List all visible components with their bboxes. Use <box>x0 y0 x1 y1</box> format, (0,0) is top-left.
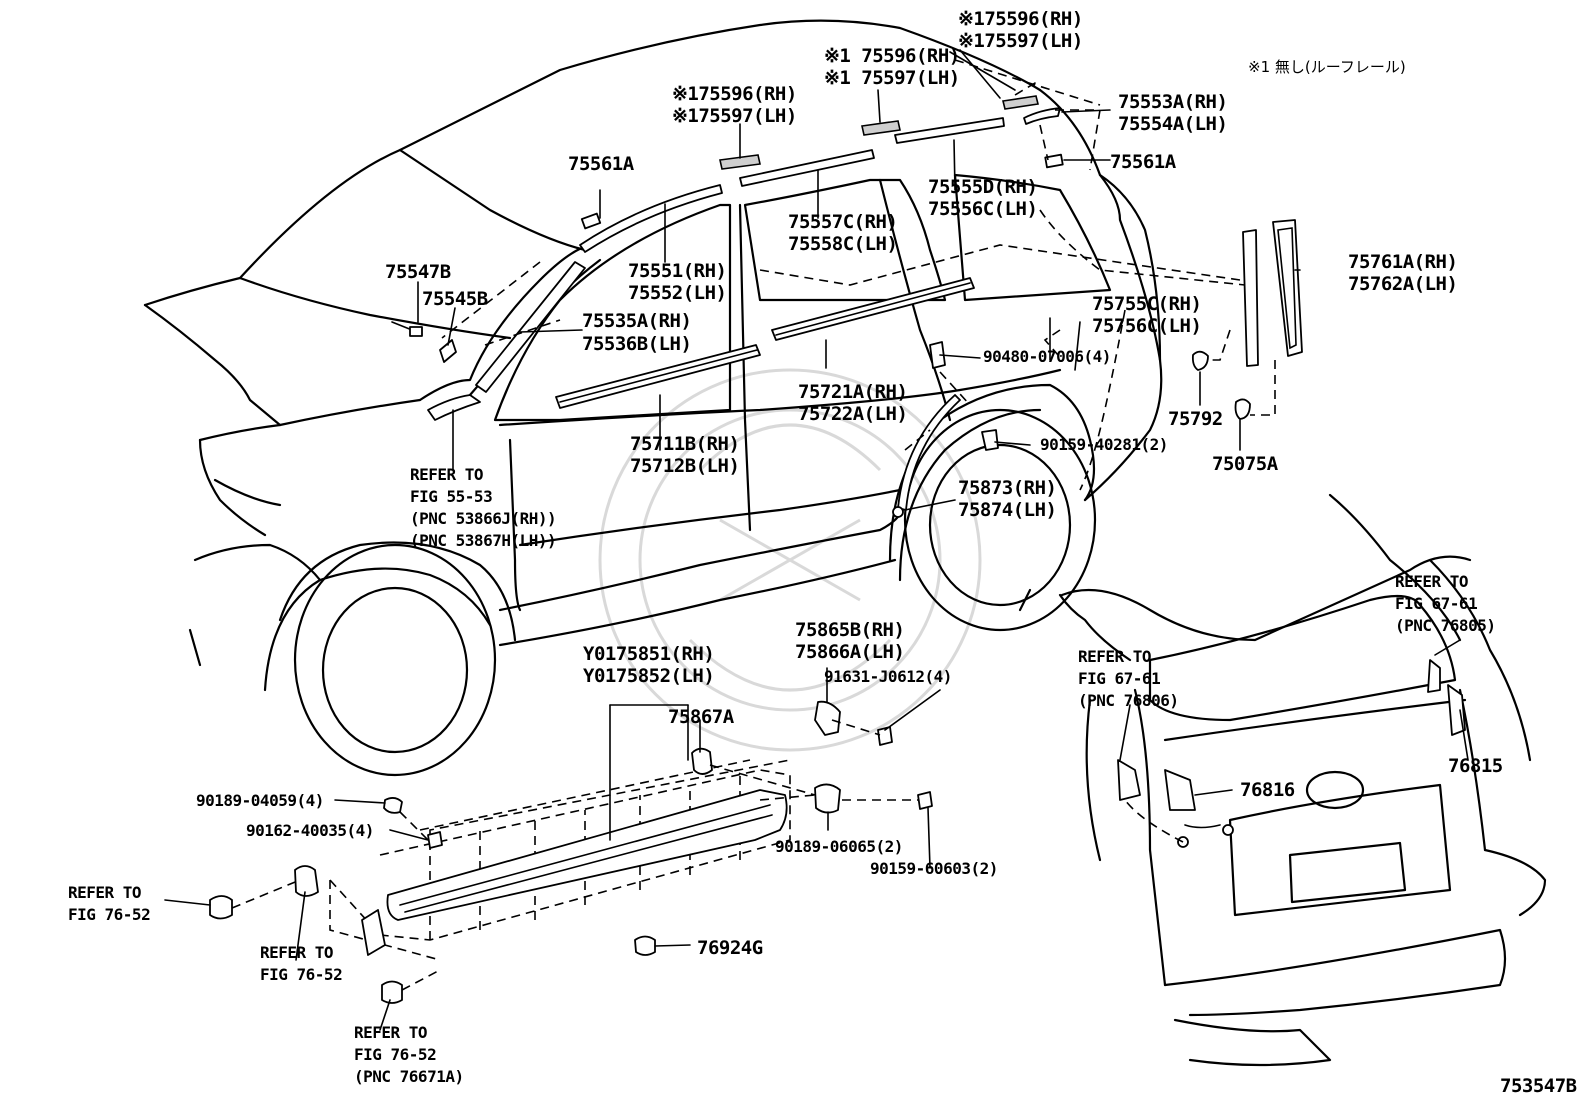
label-75561a: 75561A <box>1110 151 1177 173</box>
refer-fig-text: FIG 55-53 <box>410 487 492 506</box>
label-75561a: 75561A <box>568 153 635 175</box>
refer-fig-text: FIG 67-61 <box>1395 594 1477 613</box>
label-75761a: 75761A(RH) <box>1348 251 1457 273</box>
pillar-garnishes <box>892 219 1303 518</box>
label-75596-rh: ※175596(RH) <box>672 83 797 105</box>
label-75866a: 75866A(LH) <box>795 641 904 663</box>
label-90159-60603: 90159-60603(2) <box>870 859 998 878</box>
refer-fig-text: FIG 67-61 <box>1078 669 1160 688</box>
label-75557c: 75557C(RH) <box>788 211 897 233</box>
refer-fig-text: FIG 76-52 <box>68 905 150 924</box>
belt-moldings <box>555 277 975 409</box>
refer-to-text: REFER TO <box>354 1023 427 1042</box>
label-75547b: 75547B <box>385 261 451 283</box>
label-76815: 76815 <box>1448 755 1503 777</box>
refer-pnc-text: (PNC 76805) <box>1395 616 1495 635</box>
label-75535a: 75535A(RH) <box>582 310 691 332</box>
note-text: ※1 無し(ルーフレール) <box>1248 58 1406 76</box>
watermark-emblem <box>598 368 982 752</box>
label-75552: 75552(LH) <box>628 282 726 304</box>
rear-view-inset <box>1058 493 1547 1067</box>
part-labels: ※1 無し(ルーフレール) 753547B ※175596(RH) ※17559… <box>68 8 1577 1097</box>
refer-fig-text: FIG 76-52 <box>354 1045 436 1064</box>
label-75554a: 75554A(LH) <box>1118 113 1227 135</box>
label-75722a: 75722A(LH) <box>798 403 907 425</box>
refer-to-text: REFER TO <box>410 465 483 484</box>
label-75555d: 75555D(RH) <box>928 176 1037 198</box>
label-75596-rh: ※175596(RH) <box>958 8 1083 30</box>
label-75865b: 75865B(RH) <box>795 619 904 641</box>
refer-fig-text: FIG 76-52 <box>260 965 342 984</box>
label-75762a: 75762A(LH) <box>1348 273 1457 295</box>
label-75711b: 75711B(RH) <box>630 433 739 455</box>
label-90189-06065: 90189-06065(2) <box>775 837 903 856</box>
figure-id: 753547B <box>1500 1075 1577 1097</box>
label-75596-rh: ※1 75596(RH) <box>824 45 960 67</box>
label-75597-lh: ※175597(LH) <box>958 30 1083 52</box>
label-75553a: 75553A(RH) <box>1118 91 1227 113</box>
label-90189-04059: 90189-04059(4) <box>196 791 324 810</box>
label-75721a: 75721A(RH) <box>798 381 907 403</box>
label-75556c: 75556C(LH) <box>928 198 1037 220</box>
label-76924g: 76924G <box>697 937 763 959</box>
label-75756c: 75756C(LH) <box>1092 315 1201 337</box>
label-90162-40035: 90162-40035(4) <box>246 821 374 840</box>
label-y0175852: Y0175852(LH) <box>583 665 714 687</box>
label-75874: 75874(LH) <box>958 499 1056 521</box>
refer-pnc-text: (PNC 76671A) <box>354 1067 464 1086</box>
label-75755c: 75755C(RH) <box>1092 293 1201 315</box>
label-90480-07006: 90480-07006(4) <box>983 347 1111 366</box>
roof-moldings <box>391 95 1064 421</box>
refer-to-text: REFER TO <box>68 883 141 902</box>
refer-to-text: REFER TO <box>260 943 333 962</box>
label-75873: 75873(RH) <box>958 477 1056 499</box>
label-75597-lh: ※1 75597(LH) <box>824 67 960 89</box>
label-75551: 75551(RH) <box>628 260 726 282</box>
refer-to-text: REFER TO <box>1078 647 1151 666</box>
label-75712b: 75712B(LH) <box>630 455 739 477</box>
label-75075a: 75075A <box>1212 453 1279 475</box>
label-75545b: 75545B <box>422 288 488 310</box>
refer-pnc-text: (PNC 76806) <box>1078 691 1178 710</box>
refer-to-text: REFER TO <box>1395 572 1468 591</box>
label-y0175851: Y0175851(RH) <box>583 643 714 665</box>
leader-lines <box>164 49 1469 1031</box>
label-75536b: 75536B(LH) <box>582 333 691 355</box>
label-91631-j0612: 91631-J0612(4) <box>824 667 952 686</box>
label-90159-40281: 90159-40281(2) <box>1040 435 1168 454</box>
label-75867a: 75867A <box>668 706 735 728</box>
label-75597-lh: ※175597(LH) <box>672 105 797 127</box>
refer-pnc-text: (PNC 53866J(RH)) <box>410 509 556 528</box>
refer-pnc-text: (PNC 53867H(LH)) <box>410 531 556 550</box>
rocker-panel-assembly <box>209 700 933 1004</box>
label-76816: 76816 <box>1240 779 1295 801</box>
label-75558c: 75558C(LH) <box>788 233 897 255</box>
label-75792: 75792 <box>1168 408 1223 430</box>
